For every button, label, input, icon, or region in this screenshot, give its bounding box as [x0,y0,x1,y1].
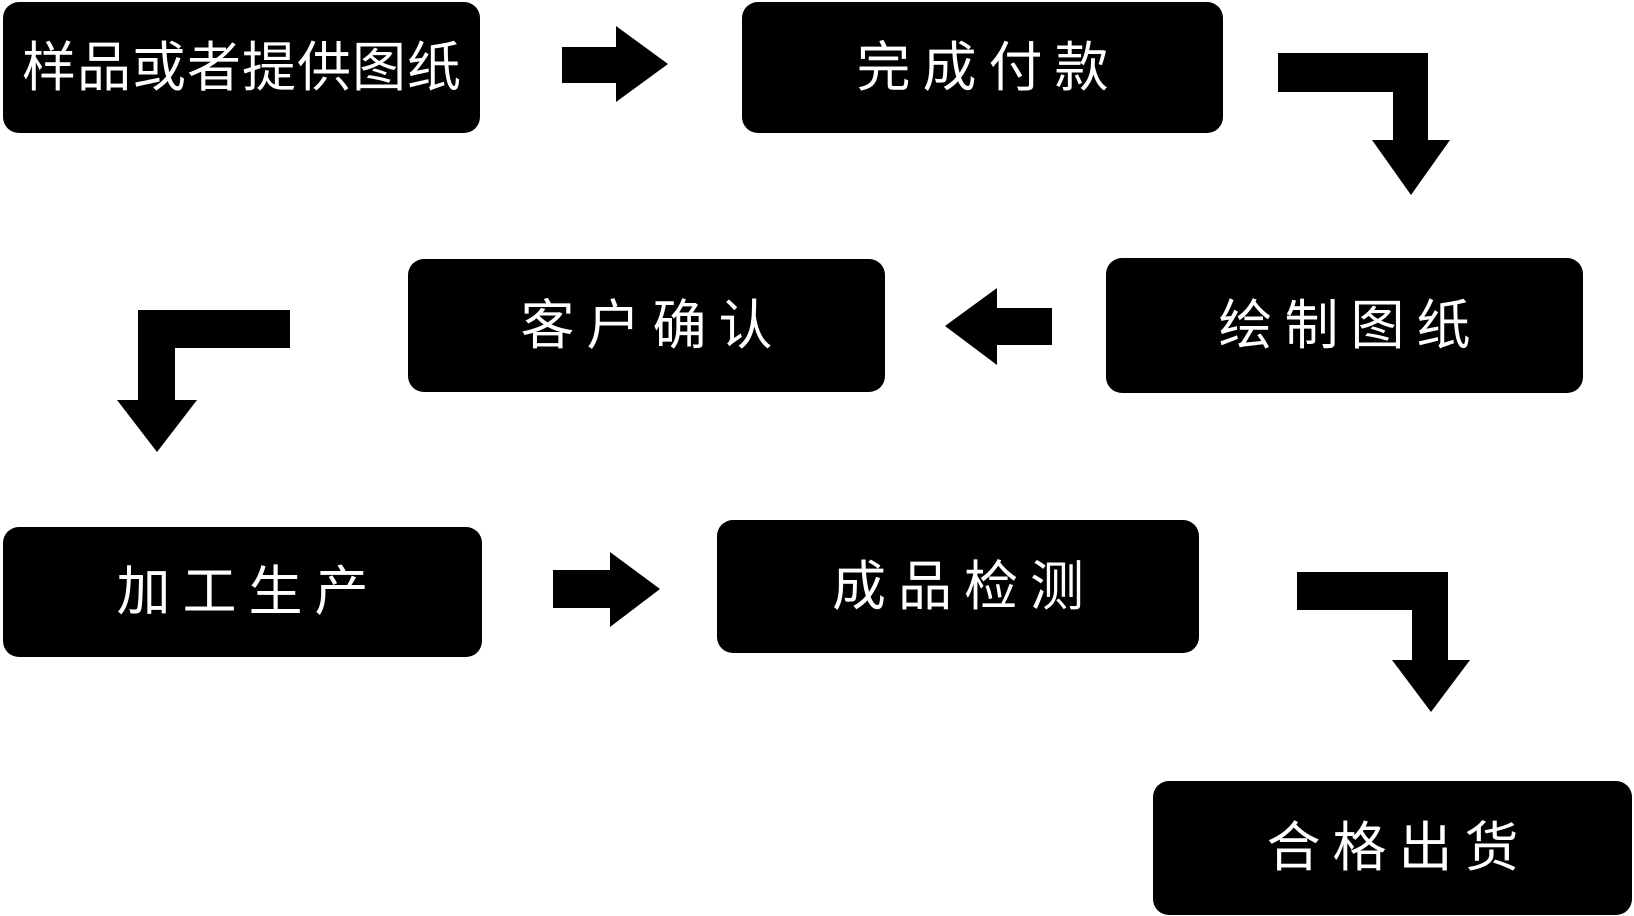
left-arrow-icon-step3-to-step4 [945,288,1052,365]
flow-node-step-5: 加工生产 [3,527,482,657]
elbow-down-arrow-icon-step6-to-step7 [1297,572,1470,712]
elbow-down-arrow-icon-step2-to-step3 [1278,53,1450,195]
flow-node-step-3: 绘制图纸 [1106,258,1583,393]
flow-node-step-1-label: 样品或者提供图纸 [22,37,462,98]
flow-node-step-7-label: 合格出货 [1266,818,1531,878]
flow-node-step-5-label: 加工生产 [116,562,381,622]
flow-node-step-4-label: 客户确认 [520,295,785,356]
right-arrow-icon-step5-to-step6 [553,552,660,627]
flow-node-step-2-label: 完成付款 [856,37,1121,98]
elbow-down-arrow-icon-step4-to-step5 [117,310,290,452]
flow-node-step-7: 合格出货 [1153,781,1632,915]
flow-node-step-4: 客户确认 [408,259,885,392]
flow-node-step-3-label: 绘制图纸 [1218,295,1483,356]
flow-node-step-2: 完成付款 [742,2,1223,133]
right-arrow-icon-step1-to-step2 [562,26,668,102]
flow-node-step-6: 成品检测 [717,520,1199,653]
flow-node-step-1: 样品或者提供图纸 [3,2,480,133]
flow-node-step-6-label: 成品检测 [832,556,1096,617]
